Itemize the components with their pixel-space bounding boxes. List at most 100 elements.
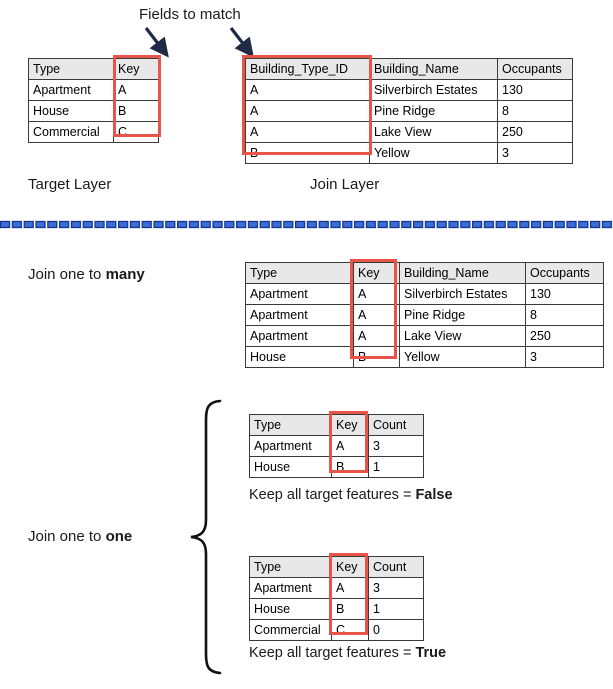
join-one-to-one-brace — [190, 399, 222, 675]
table-cell: 1 — [368, 598, 424, 620]
column-header: Key — [113, 58, 159, 80]
column-header: Type — [245, 262, 354, 284]
column-header: Key — [331, 414, 369, 436]
arrow-to-join-key-icon — [229, 27, 254, 58]
table-cell: Apartment — [28, 79, 114, 101]
column-header: Type — [249, 556, 332, 578]
section-divider — [0, 219, 613, 231]
table-cell: A — [113, 79, 159, 101]
table-cell: B — [353, 346, 400, 368]
table-cell: Apartment — [249, 577, 332, 599]
table-cell: 8 — [497, 100, 573, 122]
keep-all-false-prefix: Keep all target features = — [249, 487, 416, 503]
column-header: Type — [249, 414, 332, 436]
keep-all-true-prefix: Keep all target features = — [249, 645, 416, 661]
keep-all-false-caption: Keep all target features = False — [249, 487, 453, 504]
arrow-to-target-key-icon — [144, 27, 169, 58]
keep-all-true-caption: Keep all target features = True — [249, 645, 446, 662]
table-cell: Commercial — [28, 121, 114, 143]
table-cell: Yellow — [369, 142, 498, 164]
table-cell: A — [245, 121, 370, 143]
column-header: Occupants — [525, 262, 604, 284]
column-header: Key — [353, 262, 400, 284]
target-layer-caption: Target Layer — [28, 176, 112, 193]
table-cell: Silverbirch Estates — [399, 283, 526, 305]
keep-all-false-value: False — [415, 487, 453, 503]
table-cell: House — [249, 598, 332, 620]
join-one-to-one-prefix: Join one to — [28, 528, 106, 545]
table-cell: 3 — [497, 142, 573, 164]
column-header: Building_Type_ID — [245, 58, 370, 80]
column-header: Type — [28, 58, 114, 80]
column-header: Count — [368, 414, 424, 436]
column-header: Occupants — [497, 58, 573, 80]
column-header: Building_Name — [369, 58, 498, 80]
table-cell: A — [353, 283, 400, 305]
column-header: Building_Name — [399, 262, 526, 284]
join-one-to-many-emphasis: many — [105, 266, 145, 283]
table-cell: B — [113, 100, 159, 122]
table-cell: C — [113, 121, 159, 143]
table-cell: Apartment — [249, 435, 332, 457]
table-cell: 3 — [368, 435, 424, 457]
column-header: Key — [331, 556, 369, 578]
table-cell: Commercial — [249, 619, 332, 641]
table-cell: Pine Ridge — [399, 304, 526, 326]
table-cell: 130 — [525, 283, 604, 305]
table-cell: House — [249, 456, 332, 478]
table-cell: House — [245, 346, 354, 368]
fields-to-match-label: Fields to match — [139, 6, 241, 23]
join-one-to-many-prefix: Join one to — [28, 266, 106, 283]
table-cell: B — [331, 456, 369, 478]
table-cell: House — [28, 100, 114, 122]
join-one-to-one-label: Join one to one — [28, 528, 132, 546]
table-cell: C — [331, 619, 369, 641]
table-cell: 3 — [525, 346, 604, 368]
table-cell: 1 — [368, 456, 424, 478]
table-cell: Apartment — [245, 304, 354, 326]
table-cell: Yellow — [399, 346, 526, 368]
table-cell: A — [353, 325, 400, 347]
table-cell: A — [331, 577, 369, 599]
table-cell: A — [245, 100, 370, 122]
table-cell: 3 — [368, 577, 424, 599]
table-cell: 250 — [525, 325, 604, 347]
table-cell: Apartment — [245, 283, 354, 305]
table-cell: Silverbirch Estates — [369, 79, 498, 101]
join-layer-caption: Join Layer — [310, 176, 380, 193]
keep-all-true-value: True — [415, 645, 447, 661]
table-cell: Pine Ridge — [369, 100, 498, 122]
table-cell: 0 — [368, 619, 424, 641]
table-cell: 8 — [525, 304, 604, 326]
table-cell: 250 — [497, 121, 573, 143]
table-cell: B — [331, 598, 369, 620]
table-cell: A — [245, 79, 370, 101]
table-cell: Lake View — [369, 121, 498, 143]
table-cell: Lake View — [399, 325, 526, 347]
table-cell: Apartment — [245, 325, 354, 347]
join-one-to-one-emphasis: one — [105, 528, 133, 545]
table-cell: A — [353, 304, 400, 326]
